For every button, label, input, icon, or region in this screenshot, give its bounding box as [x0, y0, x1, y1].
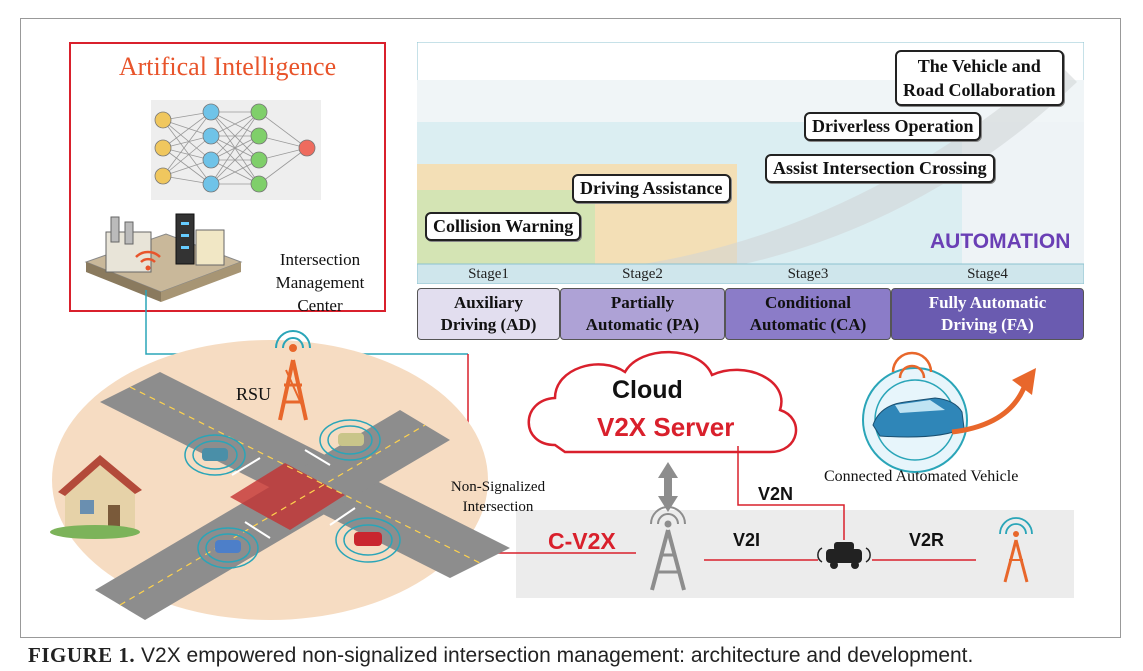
evolution-background — [417, 42, 1084, 284]
milestone-collaboration: The Vehicle and Road Collaboration — [895, 50, 1064, 106]
stage-box-1-line2: Driving (AD) — [440, 315, 537, 334]
cav-label: Connected Automated Vehicle — [824, 468, 1019, 485]
cloud-title: Cloud — [612, 376, 683, 404]
milestone-collision-warning: Collision Warning — [425, 212, 582, 241]
cloud-icon — [527, 350, 798, 454]
imc-label-line1: Intersection — [279, 250, 361, 269]
nonsignalized-label-line1: Non-Signalized — [450, 479, 546, 495]
stage-box-2-line1: Partially — [610, 293, 675, 312]
milestone-assist-crossing: Assist Intersection Crossing — [765, 154, 995, 183]
ai-panel: Artifical Intelligence — [69, 42, 386, 315]
management-center-building-icon — [84, 213, 243, 302]
network-band — [516, 510, 1074, 598]
imc-label: Intersection Management Center — [253, 248, 387, 317]
intersection-roads — [95, 372, 510, 620]
house-icon — [50, 455, 142, 539]
cloud-subtitle: V2X Server — [597, 412, 735, 442]
ai-panel-title: Artifical Intelligence — [118, 52, 337, 81]
cv2x-label: C-V2X — [548, 528, 616, 554]
stage-label-3: Stage3 — [787, 266, 829, 282]
stage-box-1: Auxiliary Driving (AD) — [417, 288, 560, 340]
stage-label-2: Stage2 — [622, 266, 663, 282]
stage-box-1-line1: Auxiliary — [454, 293, 523, 312]
v2n-line — [737, 446, 845, 540]
stage-box-3-line1: Conditional — [765, 293, 851, 312]
stage-box-2: Partially Automatic (PA) — [560, 288, 725, 340]
stage-box-4-line2: Driving (FA) — [941, 315, 1034, 334]
stage-box-4-line1: Fully Automatic — [928, 293, 1047, 312]
v2n-label: V2N — [758, 484, 794, 504]
figure-caption: FIGURE 1. V2X empowered non-signalized i… — [28, 643, 973, 668]
milestone-collaboration-line1: The Vehicle and — [917, 56, 1041, 76]
stage-box-3: Conditional Automatic (CA) — [725, 288, 891, 340]
milestone-collaboration-line2: Road Collaboration — [903, 80, 1056, 100]
network-diagram — [50, 290, 1074, 620]
intersection-cars — [184, 419, 401, 569]
rsu-label: RSU — [236, 384, 272, 404]
automation-label: AUTOMATION — [930, 230, 1071, 253]
neural-network-icon — [151, 100, 321, 200]
up-down-arrow-icon — [658, 462, 678, 512]
figure-number: FIGURE 1. — [28, 643, 136, 667]
stage-box-4: Fully Automatic Driving (FA) — [891, 288, 1084, 340]
milestone-driverless: Driverless Operation — [804, 112, 982, 141]
v2r-label: V2R — [909, 530, 945, 550]
figure-caption-text: V2X empowered non-signalized intersectio… — [135, 644, 974, 667]
milestone-driving-assistance: Driving Assistance — [572, 174, 731, 203]
automated-vehicle-icon — [862, 351, 1036, 473]
nonsignalized-label-line2: Intersection — [462, 499, 534, 515]
connected-car-icon — [817, 542, 871, 569]
rsu-tower-icon — [275, 330, 311, 421]
evolution-area: Collision Warning Driving Assistance Ass… — [417, 42, 1084, 284]
rsu-tower-small-icon — [999, 517, 1033, 583]
imc-label-line2: Management Center — [275, 273, 365, 315]
v2i-label: V2I — [733, 530, 761, 550]
cell-tower-icon — [650, 506, 686, 591]
stage-box-2-line2: Automatic (PA) — [585, 315, 700, 334]
nonsignalized-label: Non-Signalized Intersection — [428, 477, 568, 517]
stage-label-1: Stage1 — [468, 266, 509, 282]
stage-label-4: Stage4 — [967, 266, 1008, 282]
stage-box-3-line2: Automatic (CA) — [749, 315, 867, 334]
